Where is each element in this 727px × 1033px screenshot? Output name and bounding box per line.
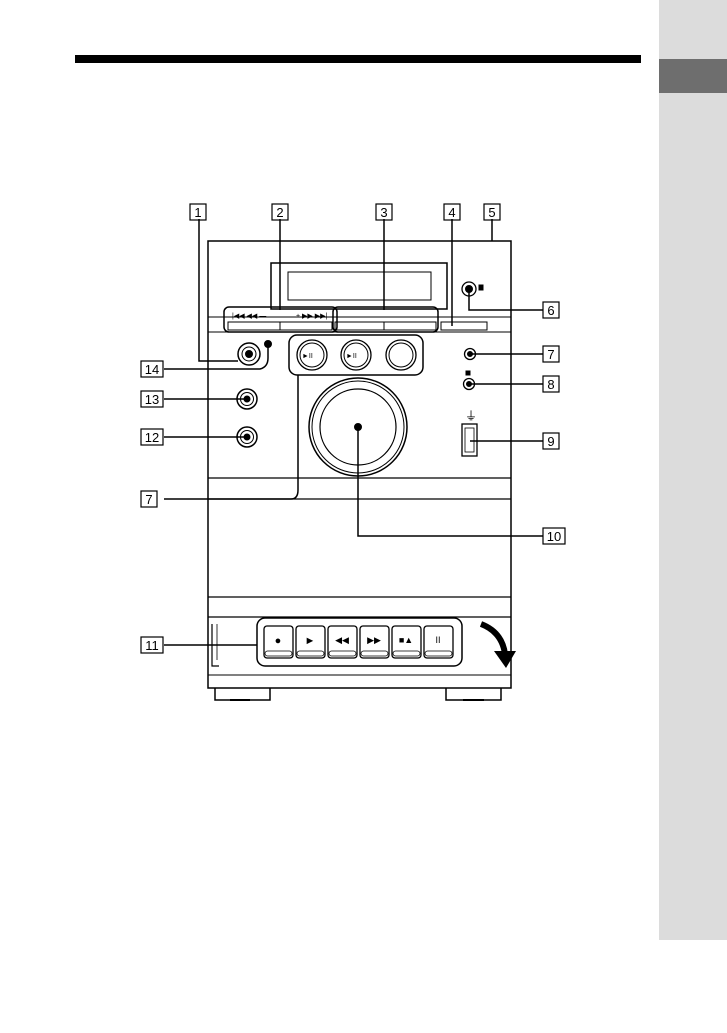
function-button[interactable] <box>386 340 416 370</box>
callout-3-number: 3 <box>380 205 387 220</box>
callout-6-number: 6 <box>547 303 554 318</box>
prev-buttons-label: |◀◀ ◀◀ — <box>232 313 266 320</box>
play-icon: ► <box>305 635 316 647</box>
rewind-icon: ◀◀ <box>335 635 349 645</box>
callout-5-number: 5 <box>488 205 495 220</box>
callout-1-number: 1 <box>194 205 201 220</box>
callout-7-right-number: 7 <box>547 347 554 362</box>
callout-11-number: 11 <box>145 638 159 653</box>
callout-7-left-number: 7 <box>145 492 152 507</box>
callout-14-number: 14 <box>145 362 159 377</box>
callout-13-number: 13 <box>145 392 159 407</box>
sensor-marker <box>479 285 483 290</box>
callout-10-number: 10 <box>547 529 561 544</box>
next-buttons-label: + ▶▶ ▶▶| <box>296 313 328 320</box>
display-window <box>271 263 447 309</box>
play-pause-1-label: ►II <box>302 353 313 360</box>
stop-marker <box>466 371 470 375</box>
callout-9-number: 9 <box>547 434 554 449</box>
callout-4-number: 4 <box>448 205 455 220</box>
power-button[interactable] <box>238 343 260 365</box>
record-icon: ● <box>275 635 282 647</box>
callout-8-number: 8 <box>547 377 554 392</box>
callout-12-number: 12 <box>145 430 159 445</box>
play-pause-2-label: ►II <box>346 353 357 360</box>
pause-icon: II <box>435 635 440 645</box>
usb-port[interactable] <box>462 424 477 456</box>
fast-forward-icon: ▶▶ <box>367 635 381 645</box>
leader-lines <box>164 219 543 645</box>
usb-icon: ⏚ <box>465 409 477 423</box>
stop-eject-icon: ■▲ <box>399 635 413 645</box>
callout-2-number: 2 <box>276 205 283 220</box>
